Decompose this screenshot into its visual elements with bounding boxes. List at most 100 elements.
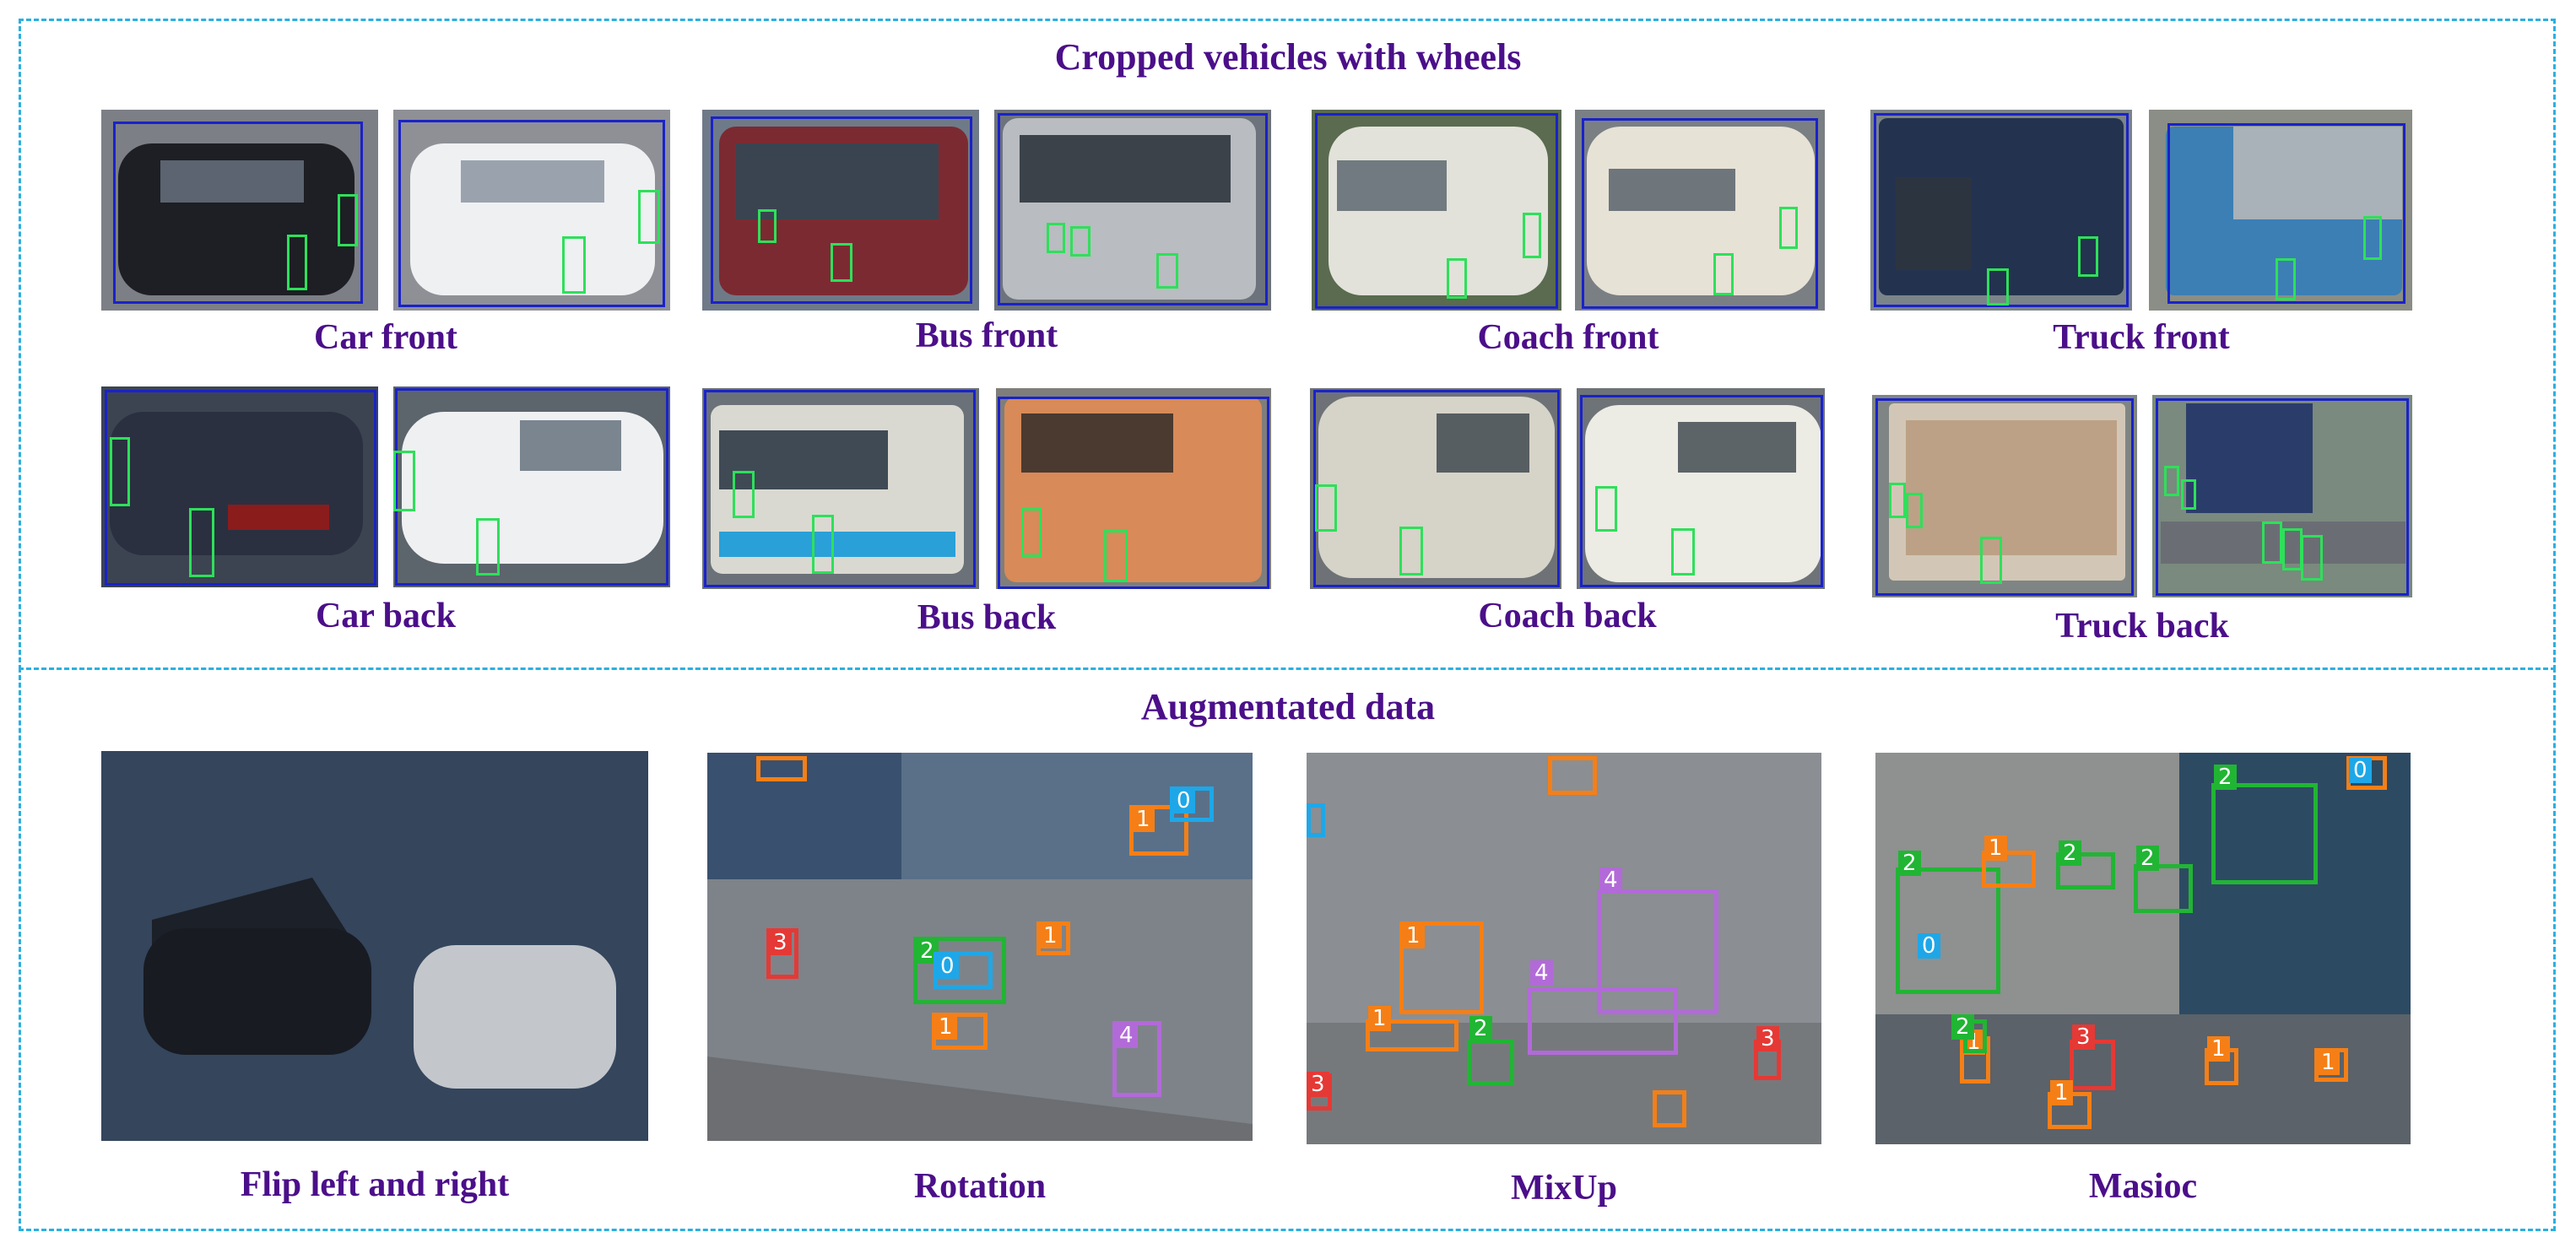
wheel-bounding-box	[2164, 466, 2179, 496]
wheel-bounding-box	[562, 236, 586, 294]
truck-front-photo-1	[1870, 110, 2132, 311]
caption-mosaic: Masioc	[2088, 1167, 2198, 1206]
mixup-photo: 1 1 4 4 2 3 3	[1307, 753, 1821, 1144]
wheel-bounding-box	[1889, 483, 1906, 518]
vehicle-bounding-box	[1582, 118, 1818, 309]
coach-front-photo-2	[1575, 110, 1825, 311]
truck-front-photo-2	[2149, 110, 2412, 311]
class-label: 3	[1307, 1072, 1329, 1097]
caption-car-front: Car front	[314, 318, 457, 357]
detection-box	[1548, 756, 1597, 795]
detection-box	[1896, 867, 2000, 994]
class-label: 1	[1368, 1006, 1391, 1031]
detection-box	[1366, 1019, 1458, 1051]
wheel-bounding-box	[1987, 268, 2009, 305]
wheel-bounding-box	[2181, 479, 2196, 510]
class-label: 4	[1115, 1023, 1138, 1048]
class-label: 1	[1402, 923, 1425, 948]
class-label: 4	[1599, 867, 1622, 893]
wheel-bounding-box	[1980, 537, 2002, 584]
caption-truck-front: Truck front	[2053, 318, 2230, 357]
wheel-bounding-box	[2276, 258, 2296, 300]
wheel-bounding-box	[1047, 223, 1065, 253]
wheel-bounding-box	[2301, 535, 2323, 581]
vehicle-bounding-box	[998, 397, 1269, 589]
mosaic-photo: 2 0 2 2 2 1 0 3 1 1 1 2 1	[1875, 753, 2411, 1144]
class-label: 3	[769, 930, 792, 955]
vehicle-bounding-box	[395, 388, 668, 586]
wheel-bounding-box	[1104, 530, 1128, 582]
class-label: 0	[1172, 788, 1195, 813]
caption-mixup: MixUp	[1511, 1169, 1617, 1208]
detection-box	[1467, 1040, 1514, 1085]
car-front-photo-1	[101, 110, 378, 311]
wheel-bounding-box	[758, 209, 777, 243]
bus-front-photo-1	[702, 110, 979, 311]
augmented-data-panel	[19, 667, 2556, 1231]
rotation-photo: 1 0 3 2 0 1 4 1	[707, 753, 1253, 1141]
wheel-bounding-box	[2262, 522, 2282, 564]
class-label: 2	[2059, 840, 2081, 866]
wheel-bounding-box	[1156, 253, 1178, 289]
vehicle-bounding-box	[1315, 113, 1558, 309]
car-front-photo-2	[393, 110, 670, 311]
bus-back-photo-1	[702, 388, 979, 589]
wheel-bounding-box	[638, 190, 660, 244]
car-back-photo-2	[393, 386, 670, 587]
wheel-bounding-box	[2078, 236, 2098, 277]
class-label: 1	[1039, 923, 1062, 948]
wheel-bounding-box	[831, 243, 852, 282]
car-back-photo-1	[101, 386, 378, 587]
class-label: 0	[2349, 758, 2372, 783]
vehicle-bounding-box	[1580, 395, 1823, 587]
vehicle-bounding-box	[998, 113, 1268, 305]
class-label: 2	[916, 938, 939, 964]
detection-box	[1399, 921, 1484, 1014]
detection-box	[756, 756, 807, 781]
caption-coach-front: Coach front	[1477, 318, 1659, 357]
wheel-bounding-box	[1671, 528, 1695, 576]
augmented-data-title: Augmentated data	[1140, 686, 1436, 727]
class-label: 2	[2214, 765, 2237, 790]
vehicle-bounding-box	[711, 116, 972, 304]
wheel-bounding-box	[1399, 527, 1423, 576]
vehicle-bounding-box	[704, 390, 976, 587]
vehicle-bounding-box	[113, 122, 363, 304]
truck-back-photo-2	[2152, 395, 2412, 597]
detection-box	[2211, 783, 2318, 884]
truck-back-photo-1	[1872, 395, 2137, 597]
vehicle-bounding-box	[105, 390, 376, 586]
wheel-bounding-box	[393, 451, 415, 511]
detection-box	[1653, 1090, 1686, 1127]
vehicle-bounding-box	[1313, 390, 1560, 587]
caption-truck-back: Truck back	[2055, 607, 2229, 646]
detection-box	[1982, 851, 2036, 888]
caption-rotation: Rotation	[913, 1167, 1047, 1206]
caption-flip: Flip left and right	[240, 1165, 510, 1204]
wheel-bounding-box	[1315, 484, 1337, 532]
detection-box	[1528, 987, 1678, 1055]
coach-back-photo-2	[1577, 388, 1825, 589]
class-label: 2	[1951, 1014, 1974, 1040]
detection-box	[913, 937, 1006, 1004]
wheel-bounding-box	[2363, 216, 2382, 260]
class-label: 2	[1469, 1016, 1492, 1041]
detection-box	[2056, 852, 2115, 889]
class-label: 1	[1132, 807, 1155, 832]
class-label: 0	[936, 954, 959, 979]
class-label: 2	[1898, 851, 1921, 876]
wheel-bounding-box	[287, 235, 307, 290]
caption-car-back: Car back	[315, 597, 457, 635]
bus-back-photo-2	[996, 388, 1271, 589]
wheel-bounding-box	[1523, 213, 1541, 258]
flip-photo	[101, 751, 648, 1141]
vehicle-bounding-box	[2167, 123, 2406, 304]
caption-coach-back: Coach back	[1478, 597, 1657, 635]
cropped-vehicles-title: Cropped vehicles with wheels	[1054, 36, 1522, 78]
class-label: 1	[1984, 835, 2007, 861]
detection-box	[1597, 889, 1718, 1014]
wheel-bounding-box	[110, 437, 130, 506]
wheel-bounding-box	[1021, 508, 1042, 557]
vehicle-bounding-box	[2156, 398, 2409, 596]
detection-box	[932, 1013, 988, 1050]
